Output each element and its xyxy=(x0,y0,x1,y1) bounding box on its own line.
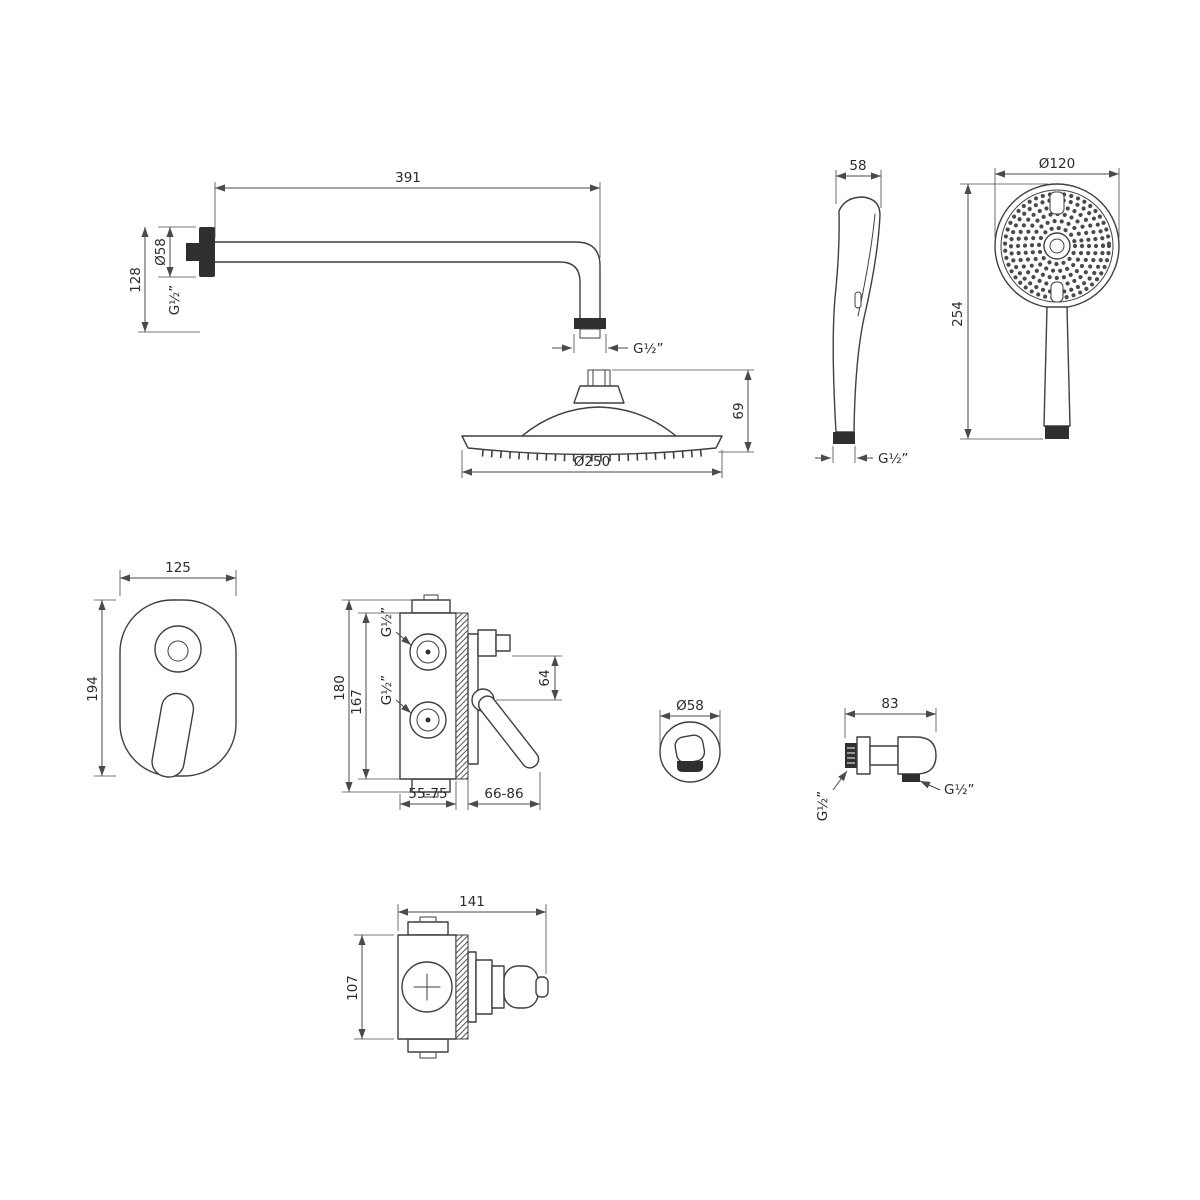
hand-shower-inlet xyxy=(833,432,855,444)
dim-hand-shower-depth: 58 xyxy=(849,158,866,174)
dim-mixer-body-height: 167 xyxy=(349,689,365,715)
valve-body-drawing: 141 107 xyxy=(345,894,549,1059)
mixer-spout-stub xyxy=(477,629,497,657)
valve-cartridge-cap xyxy=(503,965,539,1009)
hand-shower-center-cap xyxy=(1043,232,1071,260)
label-mixer-bottom-port-thread: G½” xyxy=(379,675,395,706)
escutcheon-drawing: Ø58 xyxy=(659,698,721,783)
hand-shower-mode-slot xyxy=(854,291,862,309)
wall-elbow-drawing: 83 G½” G½” xyxy=(815,696,975,821)
valve-cartridge-knob xyxy=(535,976,549,998)
mixer-wall-hatch xyxy=(455,612,469,780)
elbow-wall-thread xyxy=(845,743,857,768)
dim-trim-plate-width: 125 xyxy=(165,560,191,576)
dim-arm-length: 391 xyxy=(395,170,421,186)
elbow-holder-head xyxy=(897,736,937,775)
elbow-body xyxy=(869,745,899,766)
mixer-handle-lever xyxy=(477,695,540,769)
head-connector-thread xyxy=(587,369,611,387)
hand-shower-profile xyxy=(832,196,881,433)
valve-trim-edge xyxy=(467,951,477,1023)
arm-tube-inner-edge xyxy=(214,261,581,319)
head-nozzle-row xyxy=(481,449,703,462)
head-dome xyxy=(521,406,677,437)
valve-cartridge-step-1 xyxy=(475,959,493,1015)
dim-valve-height: 107 xyxy=(345,975,361,1001)
valve-cartridge-step-2 xyxy=(491,965,505,1009)
escutcheon-base xyxy=(677,761,703,772)
dim-mixer-spout-offset: 64 xyxy=(537,669,553,686)
trim-plate-lever xyxy=(151,692,195,778)
dim-mixer-overall-height: 180 xyxy=(332,675,348,701)
mixer-top-tab xyxy=(411,599,451,614)
dim-elbow-length: 83 xyxy=(881,696,898,712)
valve-wall-hatch xyxy=(455,934,469,1040)
dim-arm-drop-height: 128 xyxy=(128,267,144,293)
dim-head-height: 69 xyxy=(731,402,747,419)
arm-tube-outer-edge xyxy=(214,241,601,319)
dim-trim-plate-height: 194 xyxy=(85,676,101,702)
hand-shower-handle xyxy=(1043,306,1071,427)
dim-mixer-depth-range-outer: 66-86 xyxy=(484,786,523,802)
hand-shower-side-drawing: 58 G½” xyxy=(815,158,909,467)
label-hand-shower-inlet-thread: G½” xyxy=(878,451,909,467)
valve-top-tab xyxy=(407,921,449,936)
dim-hand-shower-head-diameter: Ø120 xyxy=(1039,156,1075,172)
arm-wall-flange xyxy=(199,227,215,277)
mixer-valve-section-drawing: 180 167 G½” G½” 64 55-75 66-86 xyxy=(332,594,562,810)
dim-valve-width: 141 xyxy=(459,894,485,910)
overhead-shower-drawing: 69 Ø250 xyxy=(461,369,754,478)
arm-outlet-nut xyxy=(574,318,606,329)
label-arm-outlet-thread: G½” xyxy=(633,341,664,357)
trim-plate-dial xyxy=(154,625,202,673)
arm-outlet-thread-stub xyxy=(579,328,601,339)
label-elbow-outlet-thread: G½” xyxy=(944,782,975,798)
elbow-outlet xyxy=(902,774,920,782)
valve-bottom-tab xyxy=(407,1038,449,1053)
dim-arm-flange-diameter: Ø58 xyxy=(153,238,169,266)
shower-arm-drawing: 391 Ø58 128 G½” G½” xyxy=(128,170,664,357)
hand-shower-bottom-slot xyxy=(1050,281,1064,303)
elbow-flange xyxy=(856,736,871,775)
hand-shower-top-slot xyxy=(1049,191,1065,215)
hand-shower-handle-inlet xyxy=(1045,426,1069,439)
label-elbow-wall-thread: G½” xyxy=(815,791,831,822)
label-mixer-top-port-thread: G½” xyxy=(379,607,395,638)
head-connector-nut xyxy=(573,385,625,404)
dim-hand-shower-length: 254 xyxy=(950,301,966,327)
escutcheon-knob xyxy=(674,734,706,764)
hand-shower-front-drawing: Ø120 254 xyxy=(950,156,1120,440)
trim-plate-outline xyxy=(119,599,237,777)
dim-escutcheon-diameter: Ø58 xyxy=(676,698,704,714)
head-disc xyxy=(461,435,723,456)
dim-mixer-depth-range-inner: 55-75 xyxy=(408,786,447,802)
trim-plate-drawing: 125 194 xyxy=(85,560,237,778)
arm-wall-thread-stub xyxy=(186,243,200,261)
dim-head-diameter: Ø250 xyxy=(574,454,610,470)
label-arm-wall-thread: G½” xyxy=(167,285,183,316)
